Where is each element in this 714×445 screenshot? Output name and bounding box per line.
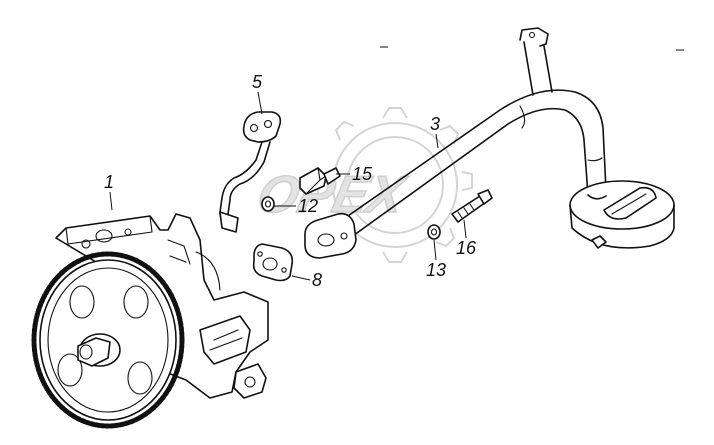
callout-16-label: 16 [456,238,477,258]
callout-13-label: 13 [426,260,446,280]
callout-5-label: 5 [252,72,263,92]
oil-pickup-tube[interactable] [304,27,675,259]
callout-12: 12 [274,196,318,216]
callout-3-label: 3 [430,114,440,134]
washer-13[interactable] [427,224,441,240]
callout-3: 3 [430,114,440,149]
callout-1: 1 [104,172,114,211]
callout-15: 15 [336,164,373,184]
mounting-bolt[interactable] [451,189,493,223]
stray-marks [380,46,684,51]
gasket[interactable] [252,243,294,282]
oil-pump-assembly[interactable] [31,213,269,429]
callout-13: 13 [426,239,446,280]
callout-16: 16 [456,219,477,258]
banjo-bolt[interactable] [299,167,341,195]
oil-feed-line[interactable] [219,111,282,233]
callout-12-label: 12 [298,196,318,216]
callout-8: 8 [291,270,322,290]
callout-1-label: 1 [104,172,114,192]
callout-15-label: 15 [352,164,373,184]
callouts: 1 5 3 15 12 8 13 16 [104,72,477,290]
sealing-washer-12[interactable] [261,196,275,212]
drive-gear [31,251,185,429]
callout-5: 5 [252,72,263,115]
callout-8-label: 8 [312,270,322,290]
